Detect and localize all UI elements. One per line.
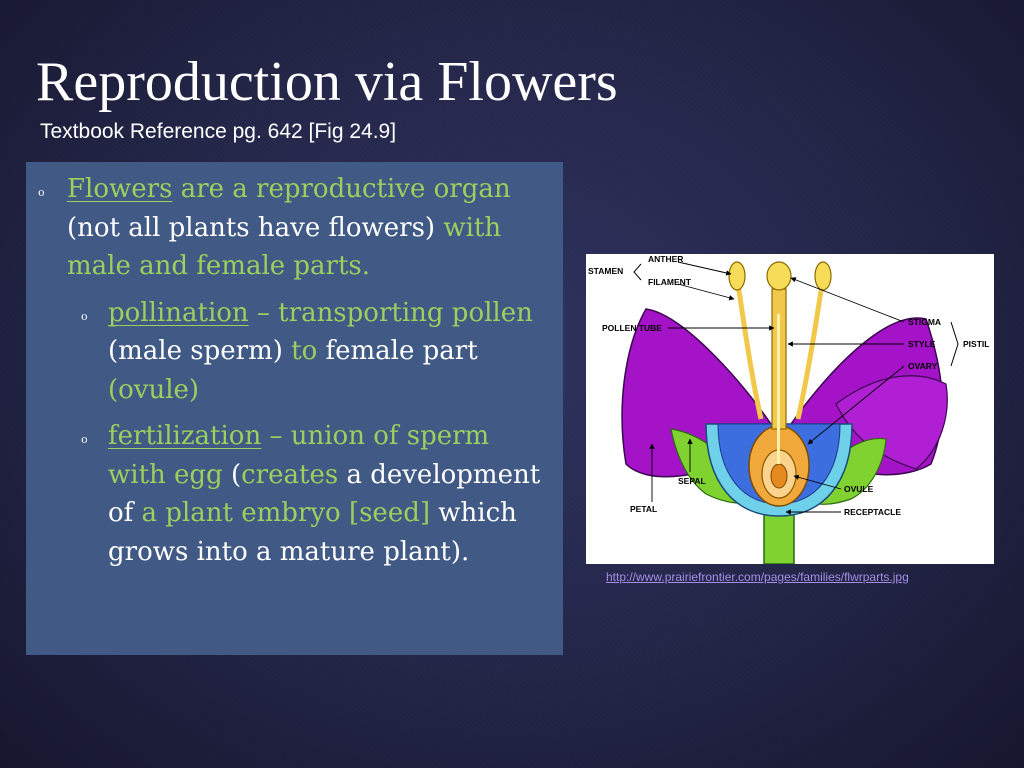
text-segment: ( bbox=[222, 459, 242, 490]
text-segment: which grows into a mature plant). bbox=[108, 498, 517, 567]
text-segment: female part bbox=[317, 336, 478, 366]
anther-left bbox=[728, 261, 746, 291]
label-pollen-tube: POLLEN TUBE bbox=[602, 323, 662, 333]
leader-lines bbox=[649, 261, 905, 515]
text-segment: (ovule) bbox=[108, 374, 200, 405]
anther-right bbox=[814, 261, 832, 291]
text-segment: creates bbox=[241, 459, 339, 490]
text-segment: (not all plants have flowers) bbox=[67, 212, 436, 243]
pistil-bracket-icon bbox=[950, 321, 959, 367]
text-segment: a plant embryo [seed] bbox=[133, 498, 430, 528]
label-sepal: SEPAL bbox=[678, 476, 706, 486]
flower-diagram-svg: ANTHER STAMEN FILAMENT POLLEN TUBE STIGM… bbox=[588, 254, 989, 564]
term-fertilization: fertilization bbox=[108, 421, 262, 451]
bullet-marker-icon: o bbox=[81, 433, 88, 446]
text-segment: – transporting pollen bbox=[248, 297, 533, 328]
label-filament: FILAMENT bbox=[648, 277, 692, 287]
text-segment: are a reproductive organ bbox=[172, 174, 511, 204]
bullet-pollination: o pollination – transporting pollen (mal… bbox=[36, 294, 553, 410]
term-flowers: Flowers bbox=[67, 174, 173, 204]
text-segment: (male sperm) bbox=[108, 336, 283, 366]
slide-title: Reproduction via Flowers bbox=[36, 51, 618, 113]
label-ovary: OVARY bbox=[908, 361, 938, 371]
text-segment: – union of sperm with egg bbox=[108, 421, 490, 490]
filament-right bbox=[795, 283, 825, 420]
label-ovule: OVULE bbox=[844, 484, 874, 494]
label-stamen: STAMEN bbox=[588, 266, 623, 276]
content-box: o Flowers are a reproductive organ (not … bbox=[26, 162, 563, 655]
stigma bbox=[766, 261, 792, 291]
ovule-core bbox=[770, 463, 788, 489]
term-pollination: pollination bbox=[108, 297, 249, 328]
bullet-flowers: o Flowers are a reproductive organ (not … bbox=[36, 170, 553, 286]
stamen-bracket-icon bbox=[633, 263, 642, 281]
bullet-marker-icon: o bbox=[38, 186, 45, 199]
label-receptacle: RECEPTACLE bbox=[844, 507, 901, 517]
slide-subtitle: Textbook Reference pg. 642 [Fig 24.9] bbox=[40, 120, 397, 143]
bullet-fertilization: o fertilization – union of sperm with eg… bbox=[36, 417, 553, 571]
text-segment: to bbox=[282, 336, 318, 366]
text-segment: with male and female parts. bbox=[67, 212, 502, 282]
text-segment: a development of bbox=[108, 459, 541, 529]
label-style: STYLE bbox=[908, 339, 936, 349]
label-petal: PETAL bbox=[630, 504, 657, 514]
image-credit-link[interactable]: http://www.prairiefrontier.com/pages/fam… bbox=[606, 570, 909, 584]
pollen-tube bbox=[777, 314, 780, 464]
label-anther: ANTHER bbox=[648, 254, 683, 264]
bullet-marker-icon: o bbox=[81, 309, 88, 323]
flower-diagram: ANTHER STAMEN FILAMENT POLLEN TUBE STIGM… bbox=[586, 254, 994, 564]
filament-left bbox=[735, 283, 764, 420]
label-stigma: STIGMA bbox=[908, 317, 941, 327]
label-pistil: PISTIL bbox=[963, 339, 989, 349]
